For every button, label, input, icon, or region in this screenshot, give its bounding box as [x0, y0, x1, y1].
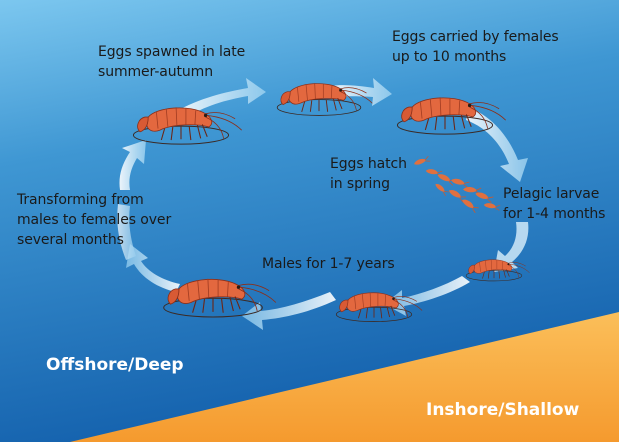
label-pelagic-larvae: Pelagic larvae for 1-4 months	[503, 184, 605, 224]
label-transforming: Transforming from males to females over …	[17, 190, 171, 250]
label-males: Males for 1-7 years	[262, 254, 395, 274]
label-eggs-spawned: Eggs spawned in late summer-autumn	[98, 42, 245, 82]
label-eggs-carried: Eggs carried by females up to 10 months	[392, 27, 559, 67]
zone-label-inshore: Inshore/Shallow	[426, 400, 579, 420]
label-eggs-hatch: Eggs hatch in spring	[330, 154, 407, 194]
zone-label-offshore: Offshore/Deep	[46, 355, 184, 375]
